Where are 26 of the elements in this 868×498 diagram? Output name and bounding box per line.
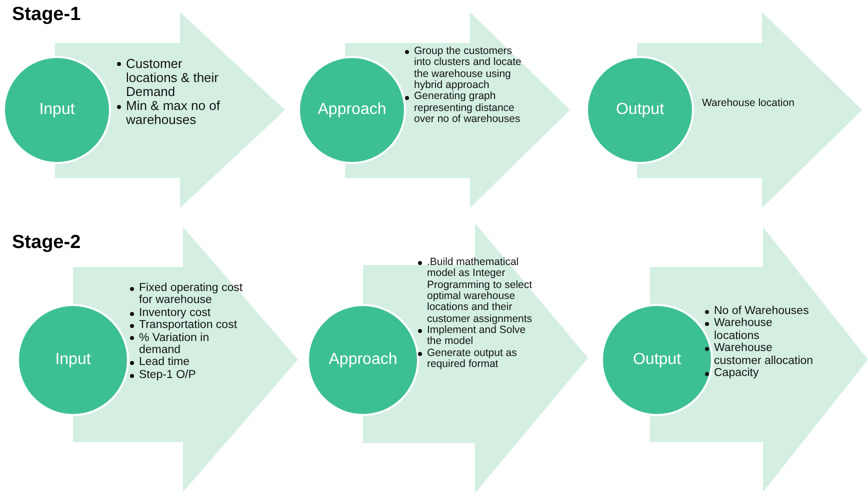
bullet-text: .Build mathematical model as Integer Programming to select optimal warehouse locations and their customer assignments xyxy=(427,256,532,325)
stage-heading: Stage-2 xyxy=(12,232,81,254)
bullet-text: Group the customers into clusters and locate the warehouse using hybrid approach xyxy=(414,45,522,91)
step-circle: Output xyxy=(586,56,694,164)
bullet-text: % Variation in demand xyxy=(139,332,210,356)
bullet-text: Generate output as required format xyxy=(427,346,517,370)
bullet-text: Fixed operating cost for warehouse xyxy=(139,282,243,306)
bullet-text: Warehouse locations xyxy=(714,317,772,342)
bullet-text: Min & max no of warehouses xyxy=(126,98,220,128)
bullet-text: Inventory cost xyxy=(139,306,211,319)
step-circle: Approach xyxy=(298,56,406,164)
bullet-text: Customer locations & their Demand xyxy=(126,56,218,100)
bullet-text: Capacity xyxy=(714,367,759,380)
bullet-text: Lead time xyxy=(139,356,190,368)
bullet-text: Implement and Solve the model xyxy=(427,324,526,348)
bullet-text: Step-1 O/P xyxy=(139,368,196,381)
step-circle: Input xyxy=(3,56,111,164)
bullet-text: No of Warehouses xyxy=(714,305,809,317)
bullet-text: Warehouse customer allocation xyxy=(714,342,814,367)
step-circle: Input xyxy=(17,304,129,416)
bullet-text: Transportation cost xyxy=(139,319,238,332)
stage-heading: Stage-1 xyxy=(12,4,81,26)
output-text: Warehouse location xyxy=(702,97,794,109)
step-circle: Output xyxy=(601,304,713,416)
step-circle: Approach xyxy=(307,304,419,416)
bullet-text: Generating graph representing distance over no of warehouses xyxy=(414,90,520,125)
